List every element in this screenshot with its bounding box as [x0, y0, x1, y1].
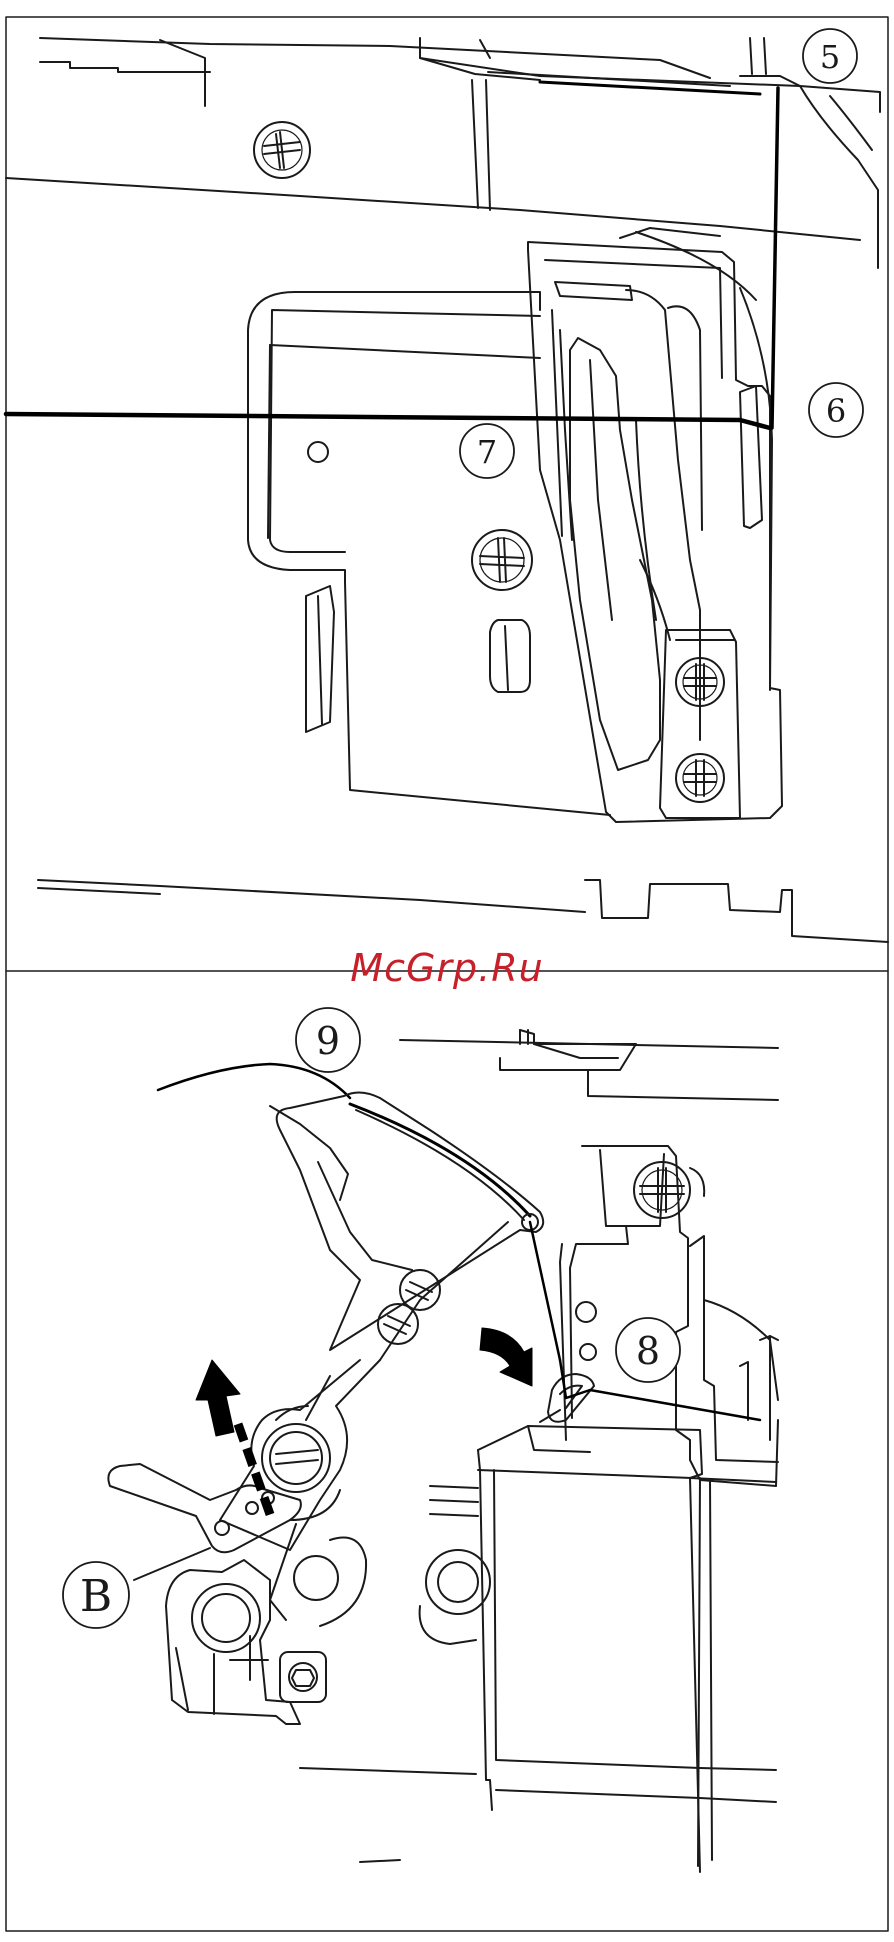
- arm-screws: [378, 1270, 440, 1344]
- thread-horizontal: [6, 414, 770, 428]
- lower-arm: [220, 1360, 380, 1550]
- callout-5-label: 5: [820, 38, 840, 76]
- callout-7-label: 7: [477, 433, 497, 471]
- arrow-up-icon: [196, 1360, 240, 1436]
- watermark: McGrp.Ru: [0, 946, 894, 996]
- screw-plate: [634, 1162, 704, 1218]
- slot: [490, 620, 530, 692]
- callout-9-label: 9: [316, 1019, 340, 1063]
- housing-box: [478, 1426, 702, 1872]
- screw-middle: [472, 530, 532, 590]
- dashed-guide: [238, 1424, 272, 1520]
- top-panel: [6, 38, 888, 942]
- screw-lower-2: [676, 754, 724, 802]
- left-bracket: [248, 292, 610, 815]
- screw-top: [254, 122, 310, 178]
- bottom-panel: [108, 1030, 778, 1872]
- main-plate: [528, 242, 782, 822]
- callout-6-label: 6: [826, 392, 846, 430]
- callout-8-label: 8: [636, 1329, 660, 1373]
- callout-b-leader: [134, 1548, 210, 1580]
- housing-plate: [582, 1146, 778, 1486]
- callout-b-label: B: [80, 1571, 112, 1622]
- thread-vertical: [772, 88, 778, 428]
- arrow-down-right-icon: [480, 1328, 532, 1386]
